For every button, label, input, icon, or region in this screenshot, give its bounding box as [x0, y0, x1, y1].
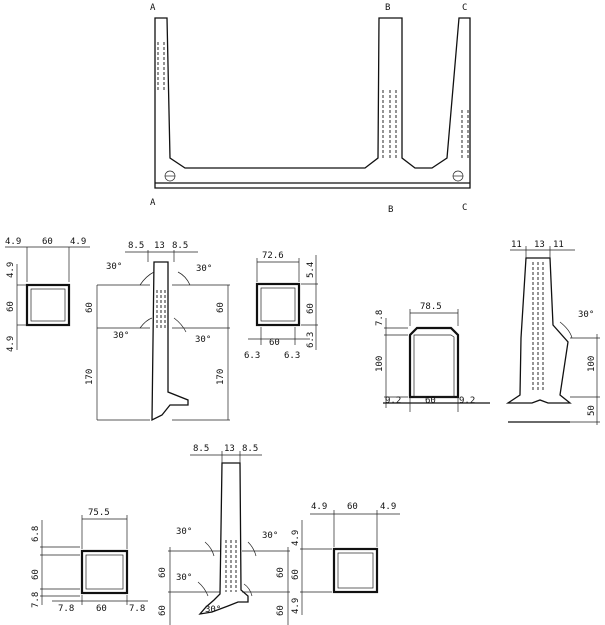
- dim-d-l2: 60: [31, 569, 41, 580]
- section-mark-c-bottom: C: [462, 203, 467, 213]
- angle-elev-a-1: 30°: [106, 262, 122, 272]
- section-b-square: [248, 255, 318, 350]
- angle-elev-a-3: 30°: [113, 331, 129, 341]
- dim-c-l2: 100: [375, 356, 385, 372]
- section-mark-a-bottom: A: [150, 198, 156, 208]
- section-mark-c-top: C: [462, 3, 467, 13]
- dim-b-r1: 5.4: [306, 262, 316, 278]
- dim-e-t3: 4.9: [380, 502, 396, 512]
- dim-b-b2: 60: [269, 338, 280, 348]
- dim-c-b2: 60: [425, 396, 436, 406]
- dim-elev-b-l60a: 60: [158, 567, 168, 578]
- dim-a-left-top: 4.9: [6, 262, 16, 278]
- dim-e-r2: 60: [291, 569, 301, 580]
- dim-b-r2: 60: [306, 303, 316, 314]
- dim-b-top: 72.6: [262, 251, 284, 261]
- dim-e-r3: 4.9: [291, 598, 301, 614]
- section-mark-b-top: B: [385, 3, 390, 13]
- dim-elev-c-t2: 13: [534, 240, 545, 250]
- section-e-square: [300, 510, 400, 615]
- dim-elev-a-t3: 8.5: [172, 241, 188, 251]
- dim-elev-c-r50: 50: [587, 405, 597, 416]
- section-mark-b-bottom: B: [388, 205, 393, 215]
- angle-elev-a-4: 30°: [195, 335, 211, 345]
- dim-d-b3: 7.8: [129, 604, 145, 614]
- dim-a-top-left: 4.9: [5, 237, 21, 247]
- dim-elev-c-r100: 100: [587, 356, 597, 372]
- dim-d-b1: 7.8: [58, 604, 74, 614]
- dim-e-t2: 60: [347, 502, 358, 512]
- dim-elev-a-r60: 60: [216, 302, 226, 313]
- elevation-a: [96, 250, 230, 422]
- dim-elev-b-t3: 8.5: [242, 444, 258, 454]
- dim-d-l3: 7.8: [31, 592, 41, 608]
- dim-c-l1: 7.8: [375, 310, 385, 326]
- dim-b-b3: 6.3: [284, 351, 300, 361]
- section-c-shape: [383, 309, 490, 412]
- dim-a-top-right: 4.9: [70, 237, 86, 247]
- elevation-b: [168, 451, 290, 625]
- dim-e-t1: 4.9: [311, 502, 327, 512]
- dim-d-l1: 6.8: [31, 526, 41, 542]
- dim-elev-b-r60a: 60: [276, 567, 286, 578]
- dim-a-top-mid: 60: [42, 237, 53, 247]
- section-mark-a-top: A: [150, 3, 156, 13]
- dim-elev-a-t1: 8.5: [128, 241, 144, 251]
- dim-c-b1: 9.2: [385, 396, 401, 406]
- dim-d-top: 75.5: [88, 508, 110, 518]
- dim-elev-a-l60: 60: [85, 302, 95, 313]
- dim-elev-c-t1: 11: [511, 240, 522, 250]
- dim-b-b1: 6.3: [244, 351, 260, 361]
- dim-e-r1: 4.9: [291, 530, 301, 546]
- dim-elev-b-t2: 13: [224, 444, 235, 454]
- angle-elev-b-1: 30°: [176, 527, 192, 537]
- elevation-c: [505, 246, 600, 425]
- dim-d-b2: 60: [96, 604, 107, 614]
- dim-elev-a-l170: 170: [85, 369, 95, 385]
- angle-elev-a-2: 30°: [196, 264, 212, 274]
- angle-elev-b-2: 30°: [262, 531, 278, 541]
- dim-b-r3: 6.3: [306, 332, 316, 348]
- dim-elev-b-r60b: 60: [276, 605, 286, 616]
- dim-c-b3: 9.2: [459, 396, 475, 406]
- angle-elev-b-3: 30°: [176, 573, 192, 583]
- dim-elev-b-t1: 8.5: [193, 444, 209, 454]
- angle-elev-b-4: 30°: [205, 605, 221, 615]
- dim-a-left-mid: 60: [6, 301, 16, 312]
- dim-elev-a-t2: 13: [154, 241, 165, 251]
- top-view-frame: [154, 17, 471, 189]
- dim-c-top: 78.5: [420, 302, 442, 312]
- dim-elev-a-r170: 170: [216, 369, 226, 385]
- section-a-square: [5, 246, 90, 350]
- angle-elev-c: 30°: [578, 310, 594, 320]
- dim-a-left-bot: 4.9: [6, 336, 16, 352]
- dim-elev-b-l60b: 60: [158, 605, 168, 616]
- dim-elev-c-t3: 11: [553, 240, 564, 250]
- section-d-square: [40, 515, 148, 605]
